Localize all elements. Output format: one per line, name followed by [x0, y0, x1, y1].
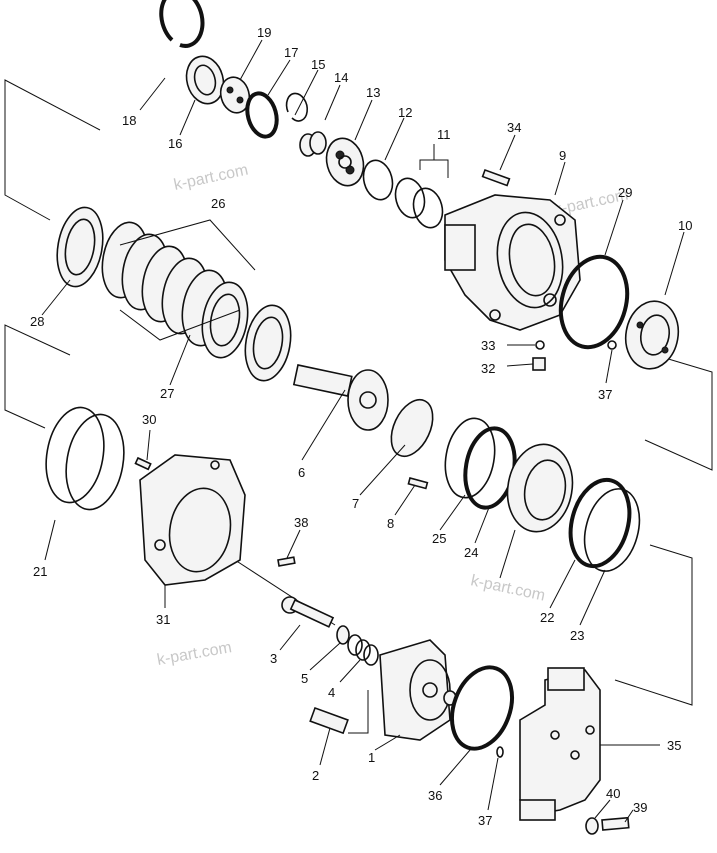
label-38: 38: [294, 515, 308, 530]
plug-2: [309, 706, 349, 735]
ring-37-upper: [607, 340, 617, 350]
label-34: 34: [507, 120, 521, 135]
bolt-34: [481, 168, 511, 187]
snap-ring-18: [159, 0, 205, 48]
motor-case-31: [139, 454, 246, 586]
bearing-10: [624, 300, 680, 370]
ring-21: [65, 413, 125, 511]
label-7: 7: [352, 496, 359, 511]
leader-lines: [41, 39, 685, 823]
label-15: 15: [311, 57, 325, 72]
disc-pack-26-27: [101, 221, 249, 359]
label-5: 5: [301, 671, 308, 686]
label-26: 26: [211, 196, 225, 211]
label-3: 3: [270, 651, 277, 666]
ring-36: [450, 665, 514, 751]
label-16: 16: [168, 136, 182, 151]
watermark: k-part.com: [156, 639, 233, 669]
label-2: 2: [312, 768, 319, 783]
label-1: 1: [368, 750, 375, 765]
bracket-line: [4, 79, 101, 221]
part-labels: 18 16 19 17 15 14 13 12 11 34 9 29 10 26…: [30, 25, 692, 828]
label-6: 6: [298, 465, 305, 480]
bearing-13: [325, 137, 365, 187]
plate-end-inner: [252, 316, 284, 370]
valve-block-35: [519, 667, 601, 821]
label-13: 13: [366, 85, 380, 100]
label-30: 30: [142, 412, 156, 427]
washer-40: [585, 817, 599, 835]
bracket-line: [644, 354, 713, 471]
label-10: 10: [678, 218, 692, 233]
ring-17: [245, 91, 279, 139]
ring-22: [568, 477, 632, 569]
label-33: 33: [481, 338, 495, 353]
ring-29: [558, 254, 630, 350]
label-28: 28: [30, 314, 44, 329]
seal-16: [185, 55, 225, 105]
ring-11: [412, 187, 444, 229]
plug-32: [532, 357, 546, 371]
ring-23: [583, 488, 641, 572]
bracket-line: [119, 309, 241, 341]
label-35: 35: [667, 738, 681, 753]
label-37-upper: 37: [598, 387, 612, 402]
label-36: 36: [428, 788, 442, 803]
shaft-6: [292, 364, 389, 431]
label-40: 40: [606, 786, 620, 801]
plate-7: [390, 398, 434, 458]
pin-38: [277, 556, 296, 567]
label-12: 12: [398, 105, 412, 120]
label-22: 22: [540, 610, 554, 625]
label-23: 23: [570, 628, 584, 643]
washer-33: [535, 340, 545, 350]
plate-28-inner: [64, 218, 96, 276]
snap-ring-15: [285, 92, 308, 122]
bracket-line: [119, 219, 256, 271]
label-17: 17: [284, 45, 298, 60]
shaft-3: [281, 596, 335, 628]
bracket-line: [614, 544, 693, 706]
ring-37-lower: [496, 746, 504, 758]
ring-12: [362, 159, 394, 201]
bearing-19: [219, 76, 251, 114]
watermark: k-part.com: [469, 572, 546, 604]
label-19: 19: [257, 25, 271, 40]
label-4: 4: [328, 685, 335, 700]
watermark: k-part.com: [172, 162, 249, 194]
label-29: 29: [618, 185, 632, 200]
label-37-lower: 37: [478, 813, 492, 828]
label-18: 18: [122, 113, 136, 128]
cylinder-block-1: [379, 639, 451, 741]
label-14: 14: [334, 70, 348, 85]
pin-30: [134, 456, 152, 471]
ring-21: [45, 406, 105, 504]
label-8: 8: [387, 516, 394, 531]
label-21: 21: [33, 564, 47, 579]
label-31: 31: [156, 612, 170, 627]
label-32: 32: [481, 361, 495, 376]
label-25: 25: [432, 531, 446, 546]
label-11: 11: [437, 127, 451, 142]
spring-4: [347, 634, 379, 666]
label-27: 27: [160, 386, 174, 401]
ring-11: [394, 177, 426, 219]
label-24: 24: [464, 545, 478, 560]
spacer-14: [299, 131, 327, 157]
bolt-39: [601, 816, 630, 831]
bracket-line: [4, 324, 71, 429]
plate-28: [56, 206, 104, 288]
label-39: 39: [633, 800, 647, 815]
washer-5: [336, 625, 350, 645]
bolt-8: [407, 477, 429, 490]
label-9: 9: [559, 148, 566, 163]
piston-20: [506, 443, 574, 533]
hub-housing-9: [444, 194, 581, 331]
